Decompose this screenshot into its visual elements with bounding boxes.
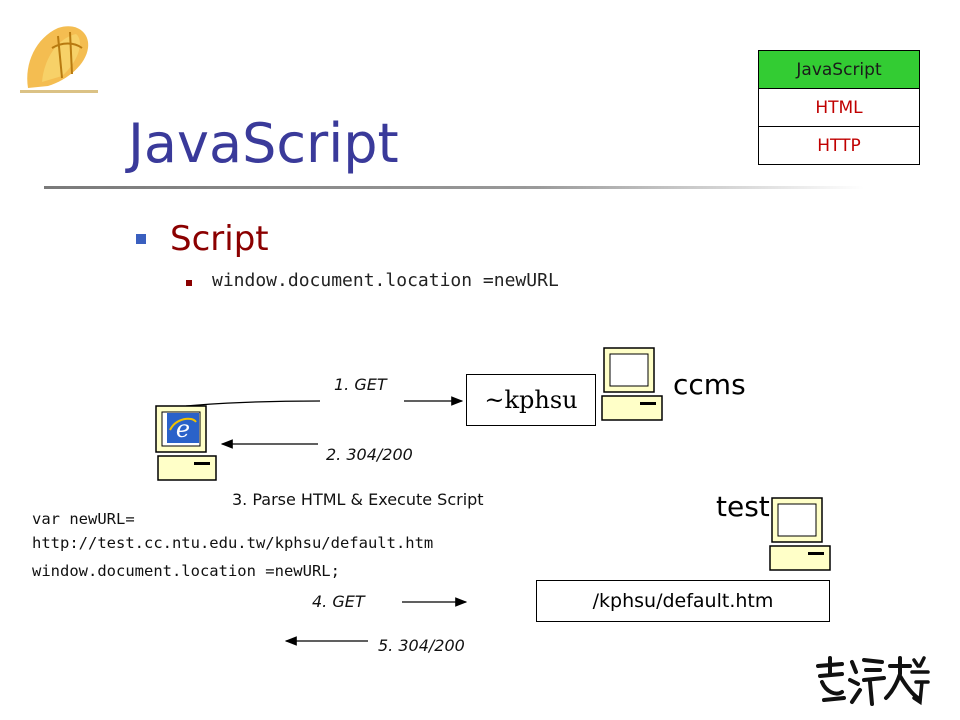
code-line: window.document.location =newURL;	[32, 562, 340, 580]
slide-title: JavaScript	[128, 112, 399, 175]
sub-bullet-code: window.document.location =newURL	[212, 270, 559, 291]
code-line: var newURL=	[32, 510, 135, 528]
server-ccms-computer-icon	[601, 347, 663, 421]
step-2-label: 2. 304/200	[326, 445, 413, 464]
title-divider	[44, 186, 864, 189]
nav-row-http[interactable]: HTTP	[759, 126, 919, 164]
server-label-ccms: ccms	[673, 368, 746, 401]
ntu-logo-icon	[20, 26, 98, 93]
svg-text:e: e	[176, 415, 190, 443]
ntu-calligraphy-icon	[816, 656, 930, 706]
script-code-block: var newURL= http://test.cc.ntu.edu.tw/kp…	[32, 510, 433, 580]
server-path-default: /kphsu/default.htm	[536, 580, 830, 622]
server-path-kphsu: ~kphsu	[466, 374, 596, 426]
step-1-label: 1. GET	[334, 375, 387, 394]
topic-nav-table: JavaScript HTML HTTP	[758, 50, 920, 165]
sub-bullet-square-icon	[186, 280, 192, 286]
ie-logo-icon: e	[167, 413, 199, 443]
bullet-script: Script	[170, 219, 269, 259]
step-5-label: 5. 304/200	[378, 636, 465, 655]
nav-row-html[interactable]: HTML	[759, 88, 919, 126]
step-3-label: 3. Parse HTML & Execute Script	[232, 490, 484, 509]
code-line: http://test.cc.ntu.edu.tw/kphsu/default.…	[32, 534, 434, 552]
nav-row-javascript[interactable]: JavaScript	[759, 51, 919, 88]
arrow-get-1-tail	[185, 400, 321, 407]
bullet-square-icon	[136, 234, 146, 244]
server-label-test: test	[716, 490, 770, 523]
server-test-computer-icon	[769, 497, 831, 571]
step-4-label: 4. GET	[312, 592, 365, 611]
